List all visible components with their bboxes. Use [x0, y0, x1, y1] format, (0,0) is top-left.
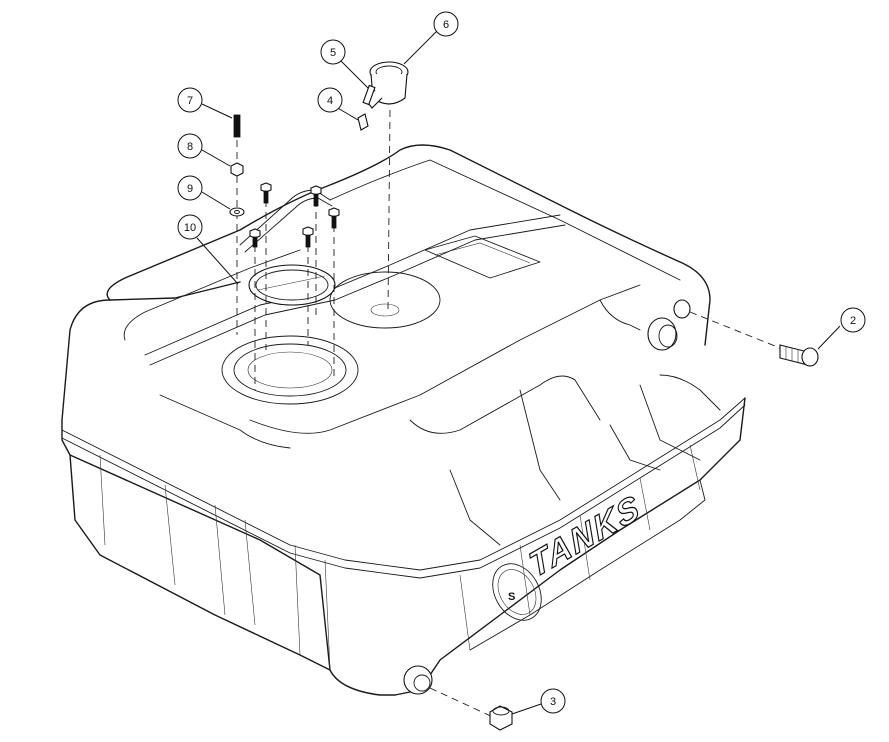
tank-body — [61, 144, 746, 696]
fill-cap-part — [365, 61, 409, 109]
callout-10: 10 — [177, 214, 239, 285]
callout-5: 5 — [320, 39, 369, 89]
callout-label: 4 — [327, 95, 333, 107]
lock-ring — [248, 264, 336, 306]
assembly-lines — [236, 109, 791, 719]
washer-part — [229, 207, 245, 217]
nut-part — [230, 162, 244, 177]
callout-label: 8 — [187, 141, 193, 153]
vent-port — [647, 299, 691, 351]
fill-opening — [329, 271, 441, 329]
callout-4: 4 — [317, 87, 359, 121]
callout-label: 2 — [850, 315, 856, 327]
logo-letter: S — [508, 591, 515, 603]
callout-label: 6 — [443, 19, 449, 31]
callout-label: 3 — [550, 696, 556, 708]
sender-opening — [221, 335, 359, 405]
callout-label: 7 — [187, 95, 193, 107]
callout-9: 9 — [177, 175, 231, 210]
callout-2: 2 — [817, 307, 866, 350]
drain-plug-part — [489, 705, 513, 731]
callout-8: 8 — [177, 133, 231, 167]
stud-part — [233, 114, 241, 138]
callout-3: 3 — [511, 688, 566, 715]
callout-label: 9 — [187, 183, 193, 195]
hose-fitting-part — [779, 344, 819, 367]
brand-logo: S — [492, 563, 542, 621]
bolt-part — [249, 182, 340, 248]
callout-label: 5 — [330, 47, 336, 59]
callout-7: 7 — [177, 87, 233, 119]
tube-part — [362, 84, 376, 106]
drain-port — [403, 665, 433, 695]
callout-6: 6 — [403, 11, 459, 65]
plug-part — [357, 113, 369, 131]
callout-label: 10 — [184, 222, 196, 234]
